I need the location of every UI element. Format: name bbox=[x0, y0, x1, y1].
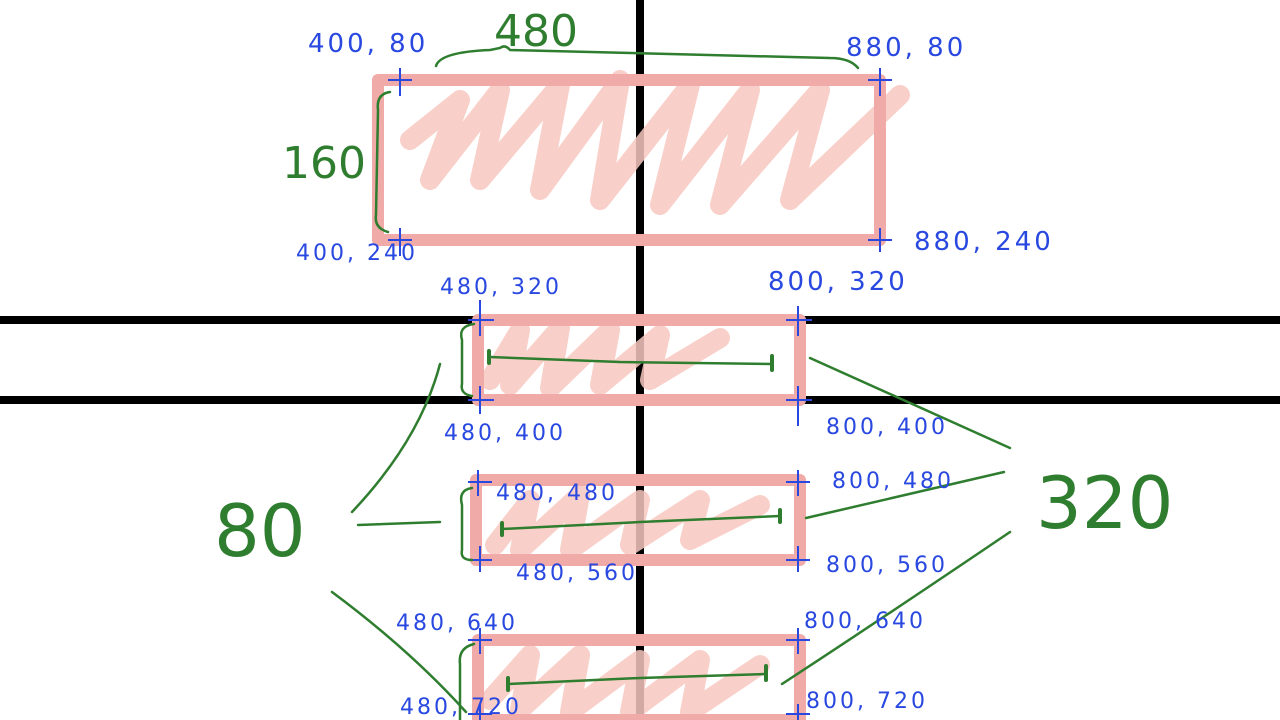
dimension-annotations bbox=[330, 45, 1012, 720]
box3-bottom-left-coord: 480, 720 bbox=[400, 695, 522, 720]
box1-height-brace bbox=[460, 322, 476, 398]
rectangle-2-outline bbox=[470, 474, 806, 566]
crosshair-icon bbox=[468, 704, 492, 720]
box2-top-right-coord: 800, 480 bbox=[832, 469, 954, 494]
shared-width-label: 320 bbox=[1036, 461, 1173, 545]
box3-top-right-coord: 800, 640 bbox=[804, 609, 926, 634]
crosshair-icon bbox=[388, 228, 412, 256]
crosshair-icon bbox=[868, 68, 892, 96]
box1-bottom-right-coord: 800, 400 bbox=[826, 415, 948, 440]
height-leader-2 bbox=[356, 520, 442, 527]
corner-markers bbox=[388, 68, 892, 720]
crosshair-icon bbox=[786, 470, 810, 496]
top-box-bottom-left-coord: 400, 240 bbox=[296, 241, 418, 266]
rectangle-3-outline bbox=[472, 634, 806, 720]
top-width-label: 480 bbox=[494, 6, 578, 57]
crosshair-icon bbox=[786, 306, 812, 336]
height-leader-3 bbox=[330, 590, 468, 714]
crosshair-icon bbox=[468, 628, 492, 654]
top-box-top-right-coord: 880, 80 bbox=[846, 33, 966, 63]
crosshair-icon bbox=[388, 68, 412, 96]
crosshair-icon bbox=[786, 386, 812, 426]
width-leader-3 bbox=[780, 530, 1012, 686]
top-box-top-left-coord: 400, 80 bbox=[308, 29, 428, 59]
top-width-brace bbox=[434, 45, 860, 70]
box1-top-left-coord: 480, 320 bbox=[440, 275, 562, 300]
crosshair-icon bbox=[786, 628, 810, 654]
box3-bottom-right-coord: 800, 720 bbox=[806, 689, 928, 714]
box2-height-brace bbox=[459, 486, 474, 562]
box1-top-right-coord: 800, 320 bbox=[768, 267, 908, 297]
crosshair-icon bbox=[468, 386, 494, 414]
box2-bottom-right-coord: 800, 560 bbox=[826, 553, 948, 578]
crosshair-icon bbox=[868, 228, 892, 252]
crosshair-icon bbox=[786, 546, 810, 572]
box2-bottom-left-coord: 480, 560 bbox=[516, 561, 638, 586]
box1-width-line bbox=[488, 355, 774, 366]
top-rectangle-scribble bbox=[400, 70, 910, 215]
crosshair-icon bbox=[468, 300, 494, 336]
shared-height-label: 80 bbox=[214, 489, 306, 573]
box2-width-line bbox=[500, 514, 782, 531]
crosshair-icon bbox=[468, 470, 492, 496]
box1-bottom-left-coord: 480, 400 bbox=[444, 421, 566, 446]
box2-top-left-coord: 480, 480 bbox=[496, 481, 618, 506]
width-leader-2 bbox=[804, 470, 1006, 520]
rectangle-1-outline bbox=[472, 314, 806, 406]
width-leader-1 bbox=[808, 356, 1012, 450]
box3-width-line bbox=[506, 672, 768, 686]
height-leader-1 bbox=[350, 362, 442, 514]
box3-top-left-coord: 480, 640 bbox=[396, 611, 518, 636]
top-height-brace bbox=[374, 90, 392, 234]
rectangle-3 bbox=[472, 634, 806, 720]
box3-height-brace bbox=[458, 642, 476, 720]
crosshair-icon bbox=[786, 704, 810, 720]
top-box-bottom-right-coord: 880, 240 bbox=[914, 227, 1054, 257]
top-height-label: 160 bbox=[282, 138, 366, 189]
